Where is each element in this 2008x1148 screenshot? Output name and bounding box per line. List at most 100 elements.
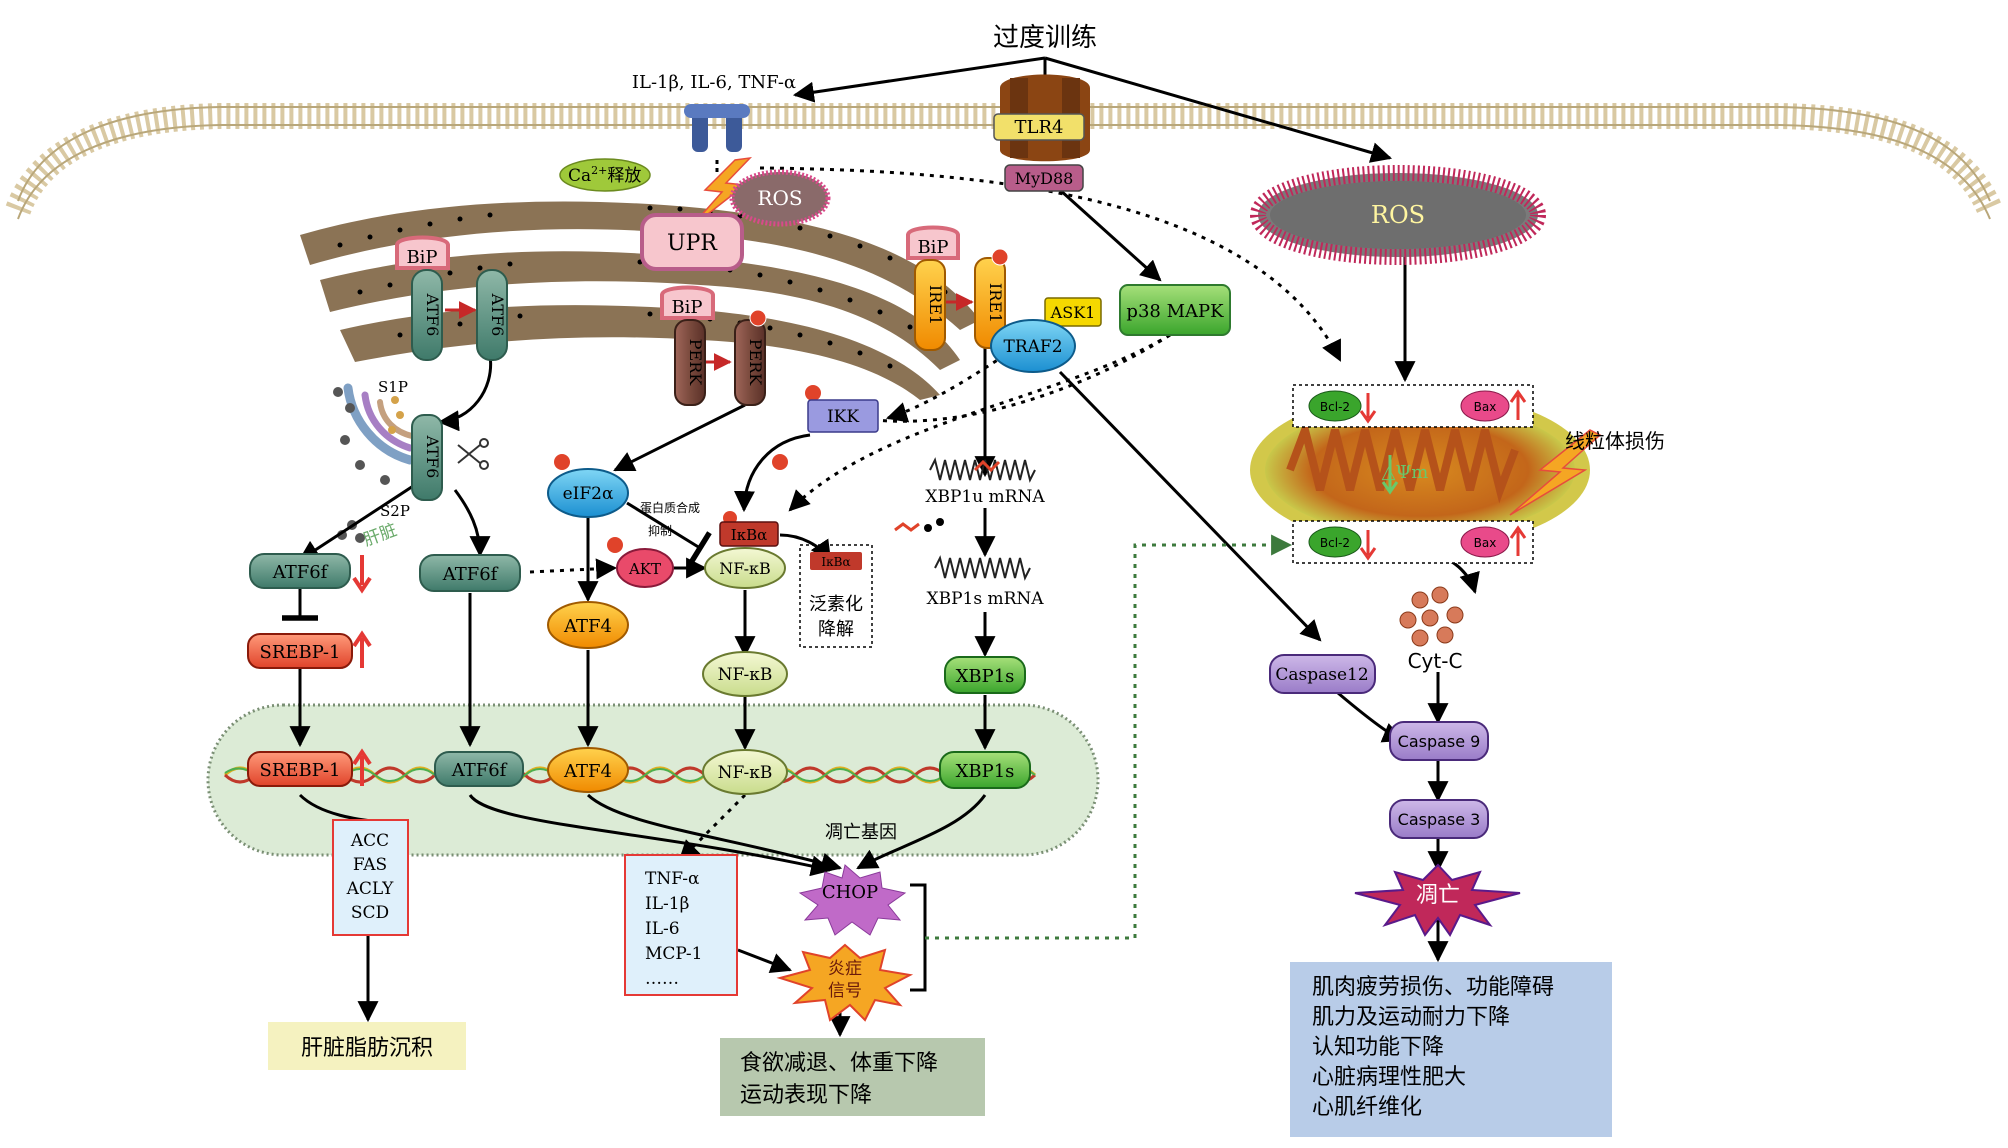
caspase3-node: Caspase 3 xyxy=(1389,799,1489,839)
caspase12-node: Caspase12 xyxy=(1269,654,1376,694)
ire1-label-2: IRE1 xyxy=(986,283,1005,323)
golgi-apparatus: S1P S2P 肝脏 xyxy=(333,378,489,551)
myd88-label: MyD88 xyxy=(1015,169,1074,188)
casp12-label: Caspase12 xyxy=(1275,665,1368,685)
atf6-label-3: ATF6 xyxy=(423,435,442,479)
ubiq-line2: 降解 xyxy=(818,619,854,640)
ubiquitination-box: IκBα 泛素化 降解 xyxy=(799,544,873,648)
xbp1u-label: XBP1u mRNA xyxy=(925,487,1045,507)
bip-ire1-er: BiP IRE1 IRE1 xyxy=(906,225,1009,351)
bip-label-1: BiP xyxy=(406,247,437,268)
atf6f-label-2: ATF6f xyxy=(442,564,499,585)
appetite-line-1: 运动表现下降 xyxy=(740,1083,872,1108)
cytc-cluster: Cyt-C xyxy=(1399,586,1464,673)
apoptosis-node: 凋亡 xyxy=(1354,863,1521,937)
caspase9-node: Caspase 9 xyxy=(1389,721,1489,761)
bip-perk-er: BiP PERK PERK xyxy=(660,285,767,406)
inflam-factor-3: MCP-1 xyxy=(645,944,702,964)
ros-large-label: ROS xyxy=(1371,201,1425,229)
appetite-outcome: 食欲减退、体重下降 运动表现下降 xyxy=(720,1038,985,1116)
xbp1s-label-2: XBP1s xyxy=(956,761,1015,782)
atf6-golgi: ATF6 xyxy=(411,414,443,501)
ca-sup: 2+ xyxy=(591,164,607,177)
xbp1u-mrna: XBP1u mRNA xyxy=(894,457,1045,532)
protein-inhibit-1: 蛋白质合成 xyxy=(640,500,700,515)
ubiq-line1: 泛素化 xyxy=(809,594,863,615)
bcl2-label-1: Bcl-2 xyxy=(1320,400,1350,414)
apoptosis-genes-label: 凋亡基因 xyxy=(825,822,897,843)
protein-inhibit-2: 抑制 xyxy=(648,523,672,538)
muscle-line-0: 肌肉疲劳损伤、功能障碍 xyxy=(1312,975,1554,1000)
nfkb-label-3: NF-κB xyxy=(718,763,773,783)
xbp1s-node: XBP1s xyxy=(944,656,1026,694)
bax-label-2: Bax xyxy=(1474,536,1497,550)
muscle-outcome: 肌肉疲劳损伤、功能障碍 肌力及运动耐力下降 认知功能下降 心脏病理性肥大 心肌纤… xyxy=(1290,962,1612,1137)
liver-small-label: 肝脏 xyxy=(361,520,400,550)
inflam-factor-0: TNF-α xyxy=(645,869,700,889)
atf6f-nuclear: ATF6f xyxy=(434,751,524,787)
cytokine-receptor xyxy=(684,104,750,152)
atf6f-node-right: ATF6f xyxy=(419,554,521,592)
inflam-factor-1: IL-1β xyxy=(645,894,689,914)
bcl2-bax-top: Bcl-2 Bax xyxy=(1292,384,1534,428)
muscle-line-4: 心肌纤维化 xyxy=(1312,1095,1422,1120)
lightning-icon xyxy=(689,156,753,229)
srebp1-nuclear: SREBP-1 xyxy=(247,751,353,787)
muscle-line-3: 心脏病理性肥大 xyxy=(1312,1065,1466,1090)
ros-small-label: ROS xyxy=(757,186,802,210)
appetite-line-0: 食欲减退、体重下降 xyxy=(740,1051,938,1076)
srebp1-node: SREBP-1 xyxy=(247,633,353,669)
p38-label: p38 MAPK xyxy=(1126,301,1224,322)
lipid-gene-3: SCD xyxy=(351,903,389,923)
upr-label: UPR xyxy=(667,231,718,256)
traf2-label: TRAF2 xyxy=(1003,337,1062,357)
atf6f-label-3: ATF6f xyxy=(451,760,508,781)
delta-psi-label: △Ψm xyxy=(1382,462,1429,483)
ikba-label-1: IκBα xyxy=(731,526,767,544)
bip-label-2: BiP xyxy=(671,297,702,318)
ask1-node: ASK1 xyxy=(1044,297,1102,327)
muscle-line-1: 肌力及运动耐力下降 xyxy=(1312,1005,1510,1030)
lipid-gene-0: ACC xyxy=(350,831,389,851)
tlr4-label: TLR4 xyxy=(1015,117,1064,138)
myd88-node: MyD88 xyxy=(1004,164,1084,192)
akt-label: AKT xyxy=(628,560,661,578)
atf6-label-2: ATF6 xyxy=(488,293,507,337)
cytokines-label: IL-1β, IL-6, TNF-α xyxy=(632,72,796,93)
bcl2-label-2: Bcl-2 xyxy=(1320,536,1350,550)
down-arrow-icon xyxy=(352,555,372,594)
atf4-nuclear: ATF4 xyxy=(547,747,629,793)
nfkb-label-1: NF-κB xyxy=(719,559,771,578)
up-arrow-icon xyxy=(352,630,372,668)
eif2a-label: eIF2α xyxy=(563,484,614,504)
srebp1-label-2: SREBP-1 xyxy=(260,760,341,781)
srebp1-label-1: SREBP-1 xyxy=(260,642,341,663)
arrows xyxy=(282,56,1480,1038)
nfkb-node: NF-κB xyxy=(702,651,788,697)
liver-fat-outcome: 肝脏脂肪沉积 xyxy=(268,1022,466,1070)
ikk-node: IKK xyxy=(805,385,879,433)
inflam-signal-1: 炎症 xyxy=(828,959,862,979)
atf4-node: ATF4 xyxy=(547,601,629,649)
mitochondrion: △Ψm xyxy=(1250,392,1590,548)
atf6f-node-left: ATF6f xyxy=(249,553,351,589)
chop-node: CHOP xyxy=(798,864,907,936)
inflammation-signal-node: 炎症 信号 xyxy=(776,943,914,1022)
perk-label-2: PERK xyxy=(746,339,765,386)
bax-label-1: Bax xyxy=(1474,400,1497,414)
tlr4-receptor: TLR4 xyxy=(993,74,1090,162)
ca-prefix: Ca xyxy=(568,166,591,186)
ikk-label: IKK xyxy=(827,407,859,427)
inflam-factor-4: …… xyxy=(645,969,679,989)
apoptosis-label: 凋亡 xyxy=(1416,883,1460,908)
atf4-label-2: ATF4 xyxy=(563,761,612,782)
ikba-label-2: IκBα xyxy=(821,555,850,569)
ire1-label-1: IRE1 xyxy=(926,285,945,325)
bcl2-bax-bottom: Bcl-2 Bax xyxy=(1292,520,1534,564)
s2p-label: S2P xyxy=(380,502,410,520)
atf4-label-1: ATF4 xyxy=(563,616,612,637)
ask1-label: ASK1 xyxy=(1050,303,1096,322)
lightning-icon xyxy=(1509,429,1602,516)
lipid-gene-2: ACLY xyxy=(346,879,394,899)
up-arrow-icon xyxy=(352,748,372,786)
